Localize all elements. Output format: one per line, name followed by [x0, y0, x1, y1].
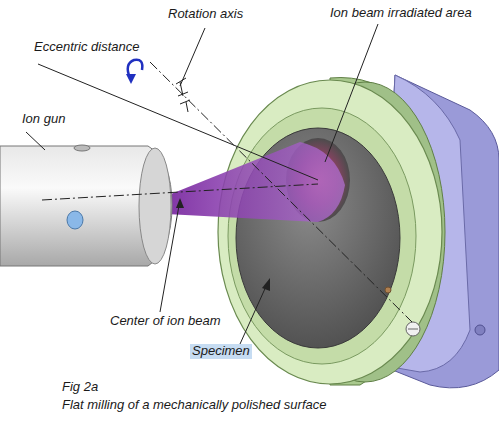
leader-line	[180, 28, 205, 86]
figure-caption: Flat milling of a mechanically polished …	[62, 398, 326, 413]
leader-line	[26, 132, 45, 150]
beam-axis	[42, 184, 318, 200]
eccentric-line	[38, 64, 318, 180]
part-label: Center of ion beam	[110, 314, 221, 329]
ion-gun	[0, 146, 172, 266]
leader-line	[160, 200, 180, 312]
part-label: Eccentric distance	[34, 40, 140, 55]
figure-number: Fig 2a	[62, 380, 98, 395]
part-label: Rotation axis	[168, 7, 243, 22]
holder-front	[218, 80, 442, 384]
leader-arrow	[262, 278, 270, 291]
leader-line	[325, 24, 378, 162]
leader-line	[240, 282, 268, 344]
part-label: Specimen	[190, 344, 252, 359]
gun-window	[67, 211, 83, 229]
dimension-mark	[180, 100, 190, 112]
part-label: Ion beam irradiated area	[330, 6, 472, 21]
part-label: Ion gun	[22, 112, 65, 127]
rotation-axis	[150, 62, 412, 322]
leader-arrow	[176, 198, 184, 208]
screw	[406, 322, 420, 336]
